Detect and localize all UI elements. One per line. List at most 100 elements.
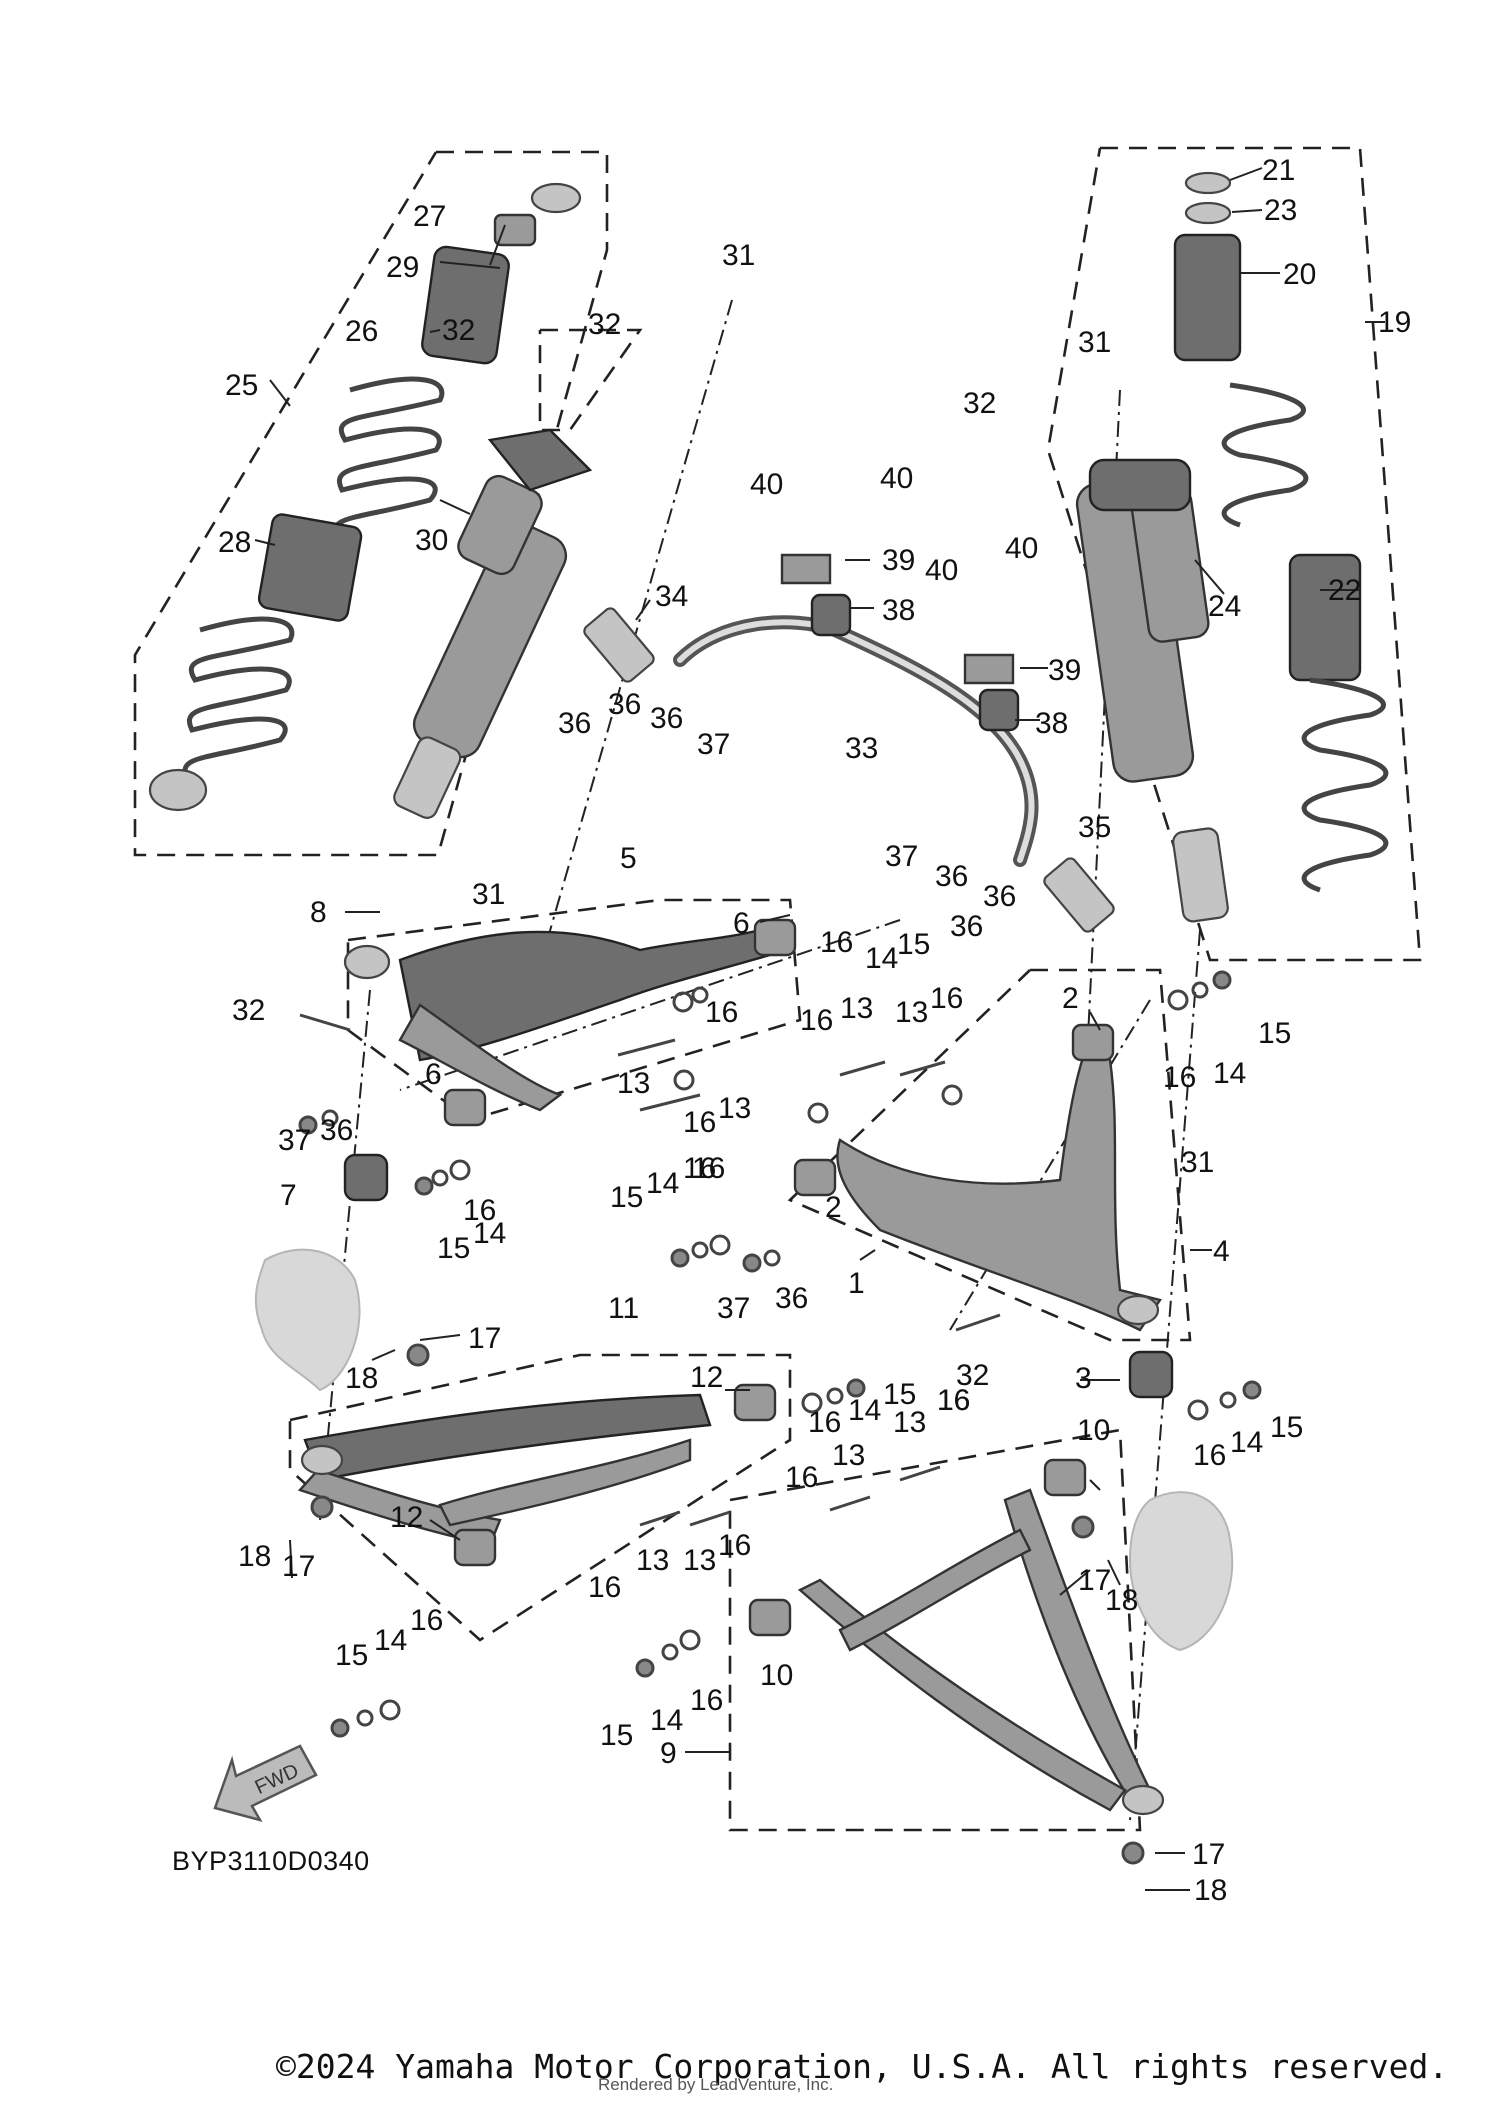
- callout-18: 18: [345, 1362, 378, 1395]
- callout-10: 10: [760, 1659, 793, 1692]
- callout-4: 4: [1213, 1235, 1230, 1268]
- leader-lines: [254, 167, 1385, 1891]
- callout-32: 32: [963, 387, 996, 420]
- callout-14: 14: [374, 1624, 407, 1657]
- callout-39: 39: [1048, 654, 1081, 687]
- bushing-12: [453, 1528, 497, 1567]
- callout-9: 9: [660, 1737, 677, 1770]
- callout-36: 36: [650, 702, 683, 735]
- callout-6: 6: [733, 907, 750, 940]
- callout-13: 13: [617, 1067, 650, 1100]
- diagram-code-label: BYP3110D0340: [172, 1846, 370, 1876]
- snap-ring-27: [530, 182, 582, 214]
- callout-22: 22: [1328, 574, 1361, 607]
- spring-guide-26: [421, 245, 510, 365]
- axis-line: [319, 989, 371, 1521]
- callout-14: 14: [1230, 1426, 1263, 1459]
- callout-13: 13: [718, 1092, 751, 1125]
- callout-16: 16: [785, 1461, 818, 1494]
- right-knuckle: [1128, 1491, 1234, 1652]
- callout-36: 36: [983, 880, 1016, 913]
- callout-16: 16: [588, 1571, 621, 1604]
- callout-40: 40: [750, 468, 783, 501]
- right-shock-assembly: [1075, 171, 1389, 923]
- callout-15: 15: [335, 1639, 368, 1672]
- callout-17: 17: [1078, 1564, 1111, 1597]
- lower-arm-11: [297, 1383, 777, 1567]
- callout-21: 21: [1262, 154, 1295, 187]
- callout-15: 15: [600, 1719, 633, 1752]
- callout-37: 37: [697, 728, 730, 761]
- callout-16-b: 16: [683, 1152, 716, 1185]
- callout-7: 7: [280, 1179, 297, 1212]
- bushing-2: [1071, 1023, 1115, 1062]
- callout-18: 18: [1105, 1584, 1138, 1617]
- callout-16: 16: [930, 982, 963, 1015]
- left-shock-assembly: [148, 182, 593, 819]
- callout-31: 31: [472, 878, 505, 911]
- callout-24: 24: [1208, 590, 1241, 623]
- fwd-direction-arrow: FWD: [213, 1744, 318, 1822]
- spring-guide-20: [1173, 233, 1242, 362]
- callout-18: 18: [1194, 1874, 1227, 1907]
- render-credit: Rendered by LeadVenture, Inc.: [598, 2075, 834, 2094]
- callout-16: 16: [410, 1604, 443, 1637]
- callout-26: 26: [345, 315, 378, 348]
- bushing-10: [1043, 1458, 1087, 1497]
- callout-13: 13: [832, 1439, 865, 1472]
- callout-16: 16: [718, 1529, 751, 1562]
- callout-14: 14: [650, 1704, 683, 1737]
- callout-14: 14: [848, 1394, 881, 1427]
- callout-12: 12: [690, 1361, 723, 1394]
- callout-39: 39: [882, 544, 915, 577]
- bushing-10: [748, 1598, 792, 1637]
- group-25-boundary: [133, 150, 609, 857]
- callout-31: 31: [722, 239, 755, 272]
- callout-36: 36: [558, 707, 591, 740]
- callout-36: 36: [320, 1114, 353, 1147]
- callout-14: 14: [1213, 1057, 1246, 1090]
- callout-16: 16: [808, 1406, 841, 1439]
- callout-31: 31: [1181, 1146, 1214, 1179]
- callout-5: 5: [620, 842, 637, 875]
- callout-27: 27: [413, 200, 446, 233]
- spring-stopper-28: [257, 513, 363, 622]
- callout-19: 19: [1378, 306, 1411, 339]
- pivot: [1121, 1784, 1165, 1816]
- callout-36: 36: [950, 910, 983, 943]
- callout-37: 37: [717, 1292, 750, 1325]
- callout-15: 15: [1270, 1411, 1303, 1444]
- callout-32: 32: [956, 1359, 989, 1392]
- upper-spring: [332, 376, 445, 542]
- lower-arm-1: [793, 1023, 1162, 1332]
- bracket-39: [780, 553, 832, 585]
- callout-1: 1: [848, 1267, 865, 1300]
- callout-40: 40: [1005, 532, 1038, 565]
- stabilizer-bar: [583, 553, 1115, 933]
- callout-13: 13: [683, 1544, 716, 1577]
- bushing-38: [978, 688, 1020, 732]
- top-mount: [1088, 458, 1192, 512]
- bushing-12: [733, 1383, 777, 1422]
- callout-36: 36: [935, 860, 968, 893]
- callout-13: 13: [636, 1544, 669, 1577]
- callout-2: 2: [825, 1191, 842, 1224]
- spring-seat-lower: [148, 768, 208, 812]
- callout-16: 16: [937, 1384, 970, 1417]
- callout-40: 40: [925, 554, 958, 587]
- right-shock-body: [1075, 458, 1229, 923]
- group-11-boundary: [288, 1353, 792, 1642]
- callout-35: 35: [1078, 811, 1111, 844]
- link-34: [583, 607, 655, 683]
- hardware: [298, 970, 1262, 1865]
- callout-6: 6: [425, 1058, 442, 1091]
- callout-29: 29: [386, 251, 419, 284]
- callout-36: 36: [775, 1282, 808, 1315]
- callout-12: 12: [390, 1501, 423, 1534]
- callout-15: 15: [610, 1181, 643, 1214]
- bushing-6: [753, 918, 797, 957]
- callout-10: 10: [1077, 1414, 1110, 1447]
- ball-joint-7: [343, 1153, 389, 1202]
